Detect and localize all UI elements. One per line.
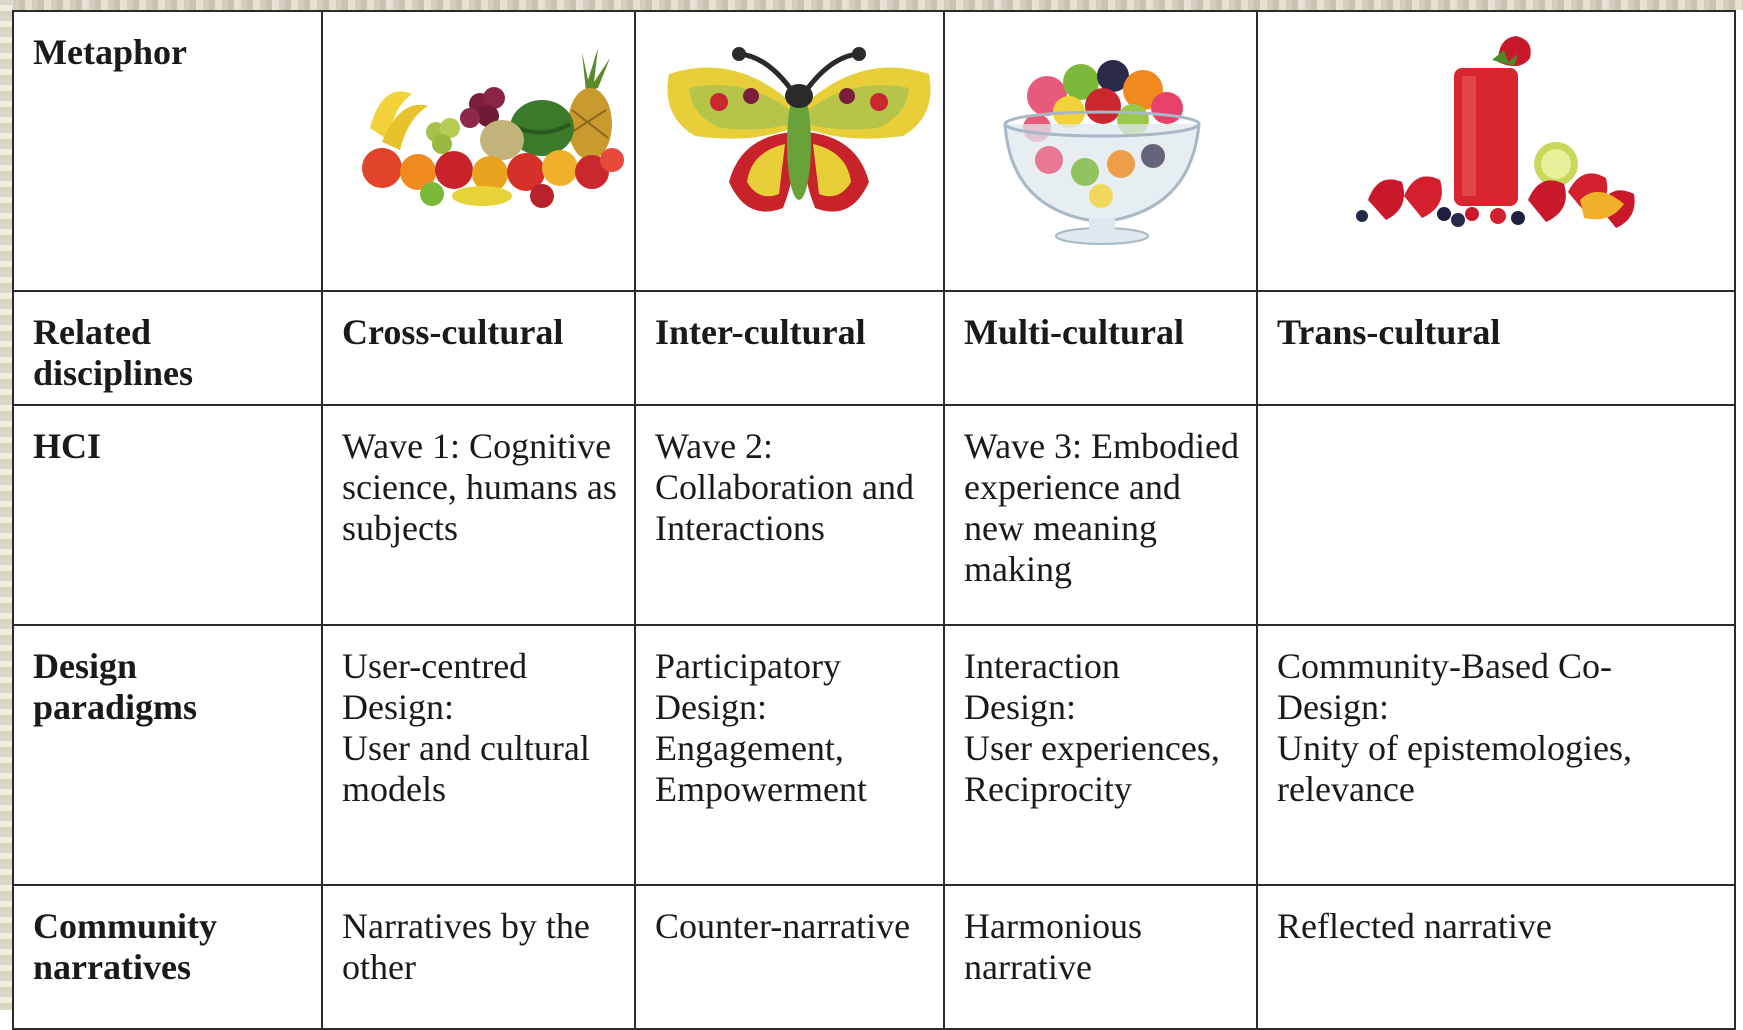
discipline-inter-cultural: Inter-cultural [634, 289, 945, 407]
hci-inter-cultural: Wave 2: Collaboration and Interactions [634, 404, 945, 627]
discipline-cross-cultural: Cross-cultural [321, 289, 636, 407]
hci-cross-cultural: Wave 1: Cognitive science, humans as sub… [321, 404, 636, 627]
hci-trans-cultural [1256, 404, 1736, 627]
row-header-hci: HCI [12, 404, 323, 627]
metaphor-row: Metaphor [12, 10, 1736, 292]
left-edge-strip [0, 0, 12, 1010]
fruit-salad-bowl-image [1003, 60, 1201, 245]
fruit-smoothie-image [1355, 36, 1635, 228]
design-trans-cultural: Community-Based Co-Design: Unity of epis… [1256, 624, 1736, 887]
design-cross-cultural: User-centred Design: User and cultural m… [321, 624, 636, 887]
discipline-multi-cultural: Multi-cultural [943, 289, 1258, 407]
discipline-trans-cultural: Trans-cultural [1256, 289, 1736, 407]
metaphor-cell-cross-cultural [321, 10, 636, 292]
metaphor-cell-inter-cultural [634, 10, 945, 292]
related-disciplines-row: Related disciplines Cross-cultural Inter… [12, 289, 1736, 407]
metaphor-cell-trans-cultural [1256, 10, 1736, 292]
row-header-related-disciplines: Related disciplines [12, 289, 323, 407]
narrative-multi-cultural: Harmonious narrative [943, 884, 1258, 1030]
narrative-trans-cultural: Reflected narrative [1256, 884, 1736, 1030]
row-header-design-paradigms: Design paradigms [12, 624, 323, 887]
design-paradigms-row: Design paradigms User-centred Design: Us… [12, 624, 1736, 887]
hci-row: HCI Wave 1: Cognitive science, humans as… [12, 404, 1736, 627]
community-narratives-row: Community narratives Narratives by the o… [12, 884, 1736, 1030]
design-multi-cultural: Interaction Design: User experiences, Re… [943, 624, 1258, 887]
narrative-inter-cultural: Counter-narrative [634, 884, 945, 1030]
hci-multi-cultural: Wave 3: Embodied experience and new mean… [943, 404, 1258, 627]
fruit-butterfly-image [667, 47, 931, 212]
metaphor-cell-multi-cultural [943, 10, 1258, 292]
culture-metaphor-table: Metaphor [12, 10, 1736, 1030]
row-header-metaphor: Metaphor [12, 10, 323, 292]
row-header-community-narratives: Community narratives [12, 884, 323, 1030]
narrative-cross-cultural: Narratives by the other [321, 884, 636, 1030]
top-edge-strip [0, 0, 1743, 10]
design-inter-cultural: Participatory Design: Engagement, Empowe… [634, 624, 945, 887]
mixed-fruit-pile-image [362, 48, 624, 208]
